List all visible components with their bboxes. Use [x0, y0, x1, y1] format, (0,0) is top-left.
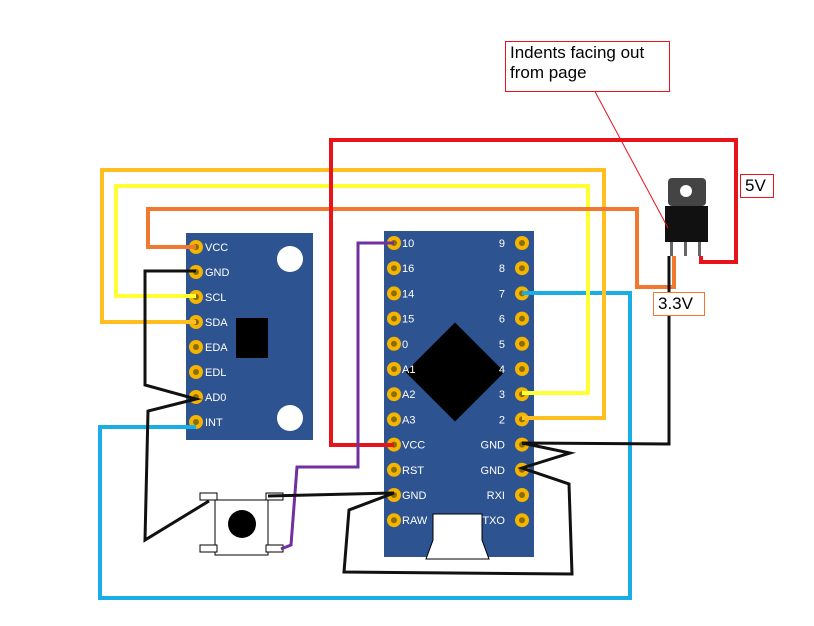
usb-connector — [425, 513, 490, 560]
input-voltage-label: 5V — [740, 174, 774, 198]
pro-micro-right-pin-label-5: 4 — [499, 364, 505, 376]
pro-micro-right-pin-label-4: 5 — [499, 339, 505, 351]
amber-wire-sda — [100, 168, 606, 420]
pro-micro-right-pin-hole-3 — [519, 315, 525, 322]
pro-micro-left-pin-label-5: A1 — [402, 364, 415, 376]
regulator-tab-hole — [680, 185, 692, 197]
pro-micro-left-pin-label-3: 15 — [402, 314, 414, 326]
pro-micro-right-pin-hole-1 — [519, 265, 525, 272]
blue-wire-int — [98, 425, 196, 600]
regulator-note-callout: Indents facing out from page — [505, 41, 670, 92]
black-wire-main-gnd — [342, 256, 671, 576]
pro-micro-right-pin-hole-4 — [519, 340, 525, 347]
mpu-chip — [236, 318, 268, 358]
button-lead-br — [265, 544, 284, 553]
pro-micro-left-pin-hole-3 — [391, 315, 397, 322]
pro-micro-left-pin-label-2: 14 — [402, 288, 414, 300]
pro-micro-left-pin-hole-9 — [391, 466, 397, 473]
pro-micro-right-pin-label-0: 9 — [499, 238, 505, 250]
mpu-pin-label-2: SCL — [205, 292, 226, 304]
mpu-pin-label-4: EDA — [205, 342, 228, 354]
pro-micro-left-pin-label-11: RAW — [402, 515, 428, 527]
pro-micro-left-pin-label-9: RST — [402, 465, 424, 477]
pro-micro-right-pin-label-2: 7 — [499, 288, 505, 300]
pro-micro-left-pin-hole-11 — [391, 517, 397, 524]
pro-micro-left-pin-label-4: 0 — [402, 339, 408, 351]
mpu-mount-hole-top — [277, 246, 303, 272]
pro-micro-right-pin-label-6: 3 — [499, 389, 505, 401]
pro-micro-right-pin-hole-11 — [519, 517, 525, 524]
pro-micro-right-pin-label-7: 2 — [499, 414, 505, 426]
pro-micro-right-pin-label-1: 8 — [499, 263, 505, 275]
pro-micro-left-pin-label-10: GND — [402, 490, 427, 502]
pro-micro-right-pin-hole-10 — [519, 492, 525, 498]
orange-wire-vcc — [146, 207, 676, 289]
regulator-body — [665, 206, 708, 242]
pro-micro-left-pin-hole-1 — [391, 265, 397, 272]
button-cap — [228, 510, 256, 538]
pro-micro-left-pin-hole-4 — [391, 340, 397, 347]
pro-micro-right-pin-label-9: GND — [481, 465, 506, 477]
mpu-mount-hole-bottom — [277, 405, 303, 431]
pro-micro-left-pin-label-8: VCC — [402, 440, 425, 452]
push-button — [214, 499, 269, 556]
blue-wire-pin7 — [100, 291, 632, 600]
mpu-pin-label-0: VCC — [205, 242, 228, 254]
mpu-pin-label-7: INT — [205, 417, 223, 429]
pro-micro-right-pin-label-11: TXO — [482, 515, 505, 527]
button-lead-bl — [199, 544, 218, 553]
pro-micro-left-pin-hole-6 — [391, 391, 397, 398]
mpu-pin-label-1: GND — [205, 267, 230, 279]
pro-micro-left-pin-hole-5 — [391, 366, 397, 372]
red-wire-5v — [329, 138, 738, 447]
button-lead-tl — [199, 492, 218, 501]
output-voltage-label: 3.3V — [653, 292, 705, 316]
black-wire-button-gnd — [267, 491, 395, 498]
pro-micro-left-pin-label-6: A2 — [402, 389, 415, 401]
callout-leader-line — [591, 85, 669, 229]
pro-micro-left-pin-label-7: A3 — [402, 414, 415, 426]
pro-micro-left-pin-label-0: 10 — [402, 238, 414, 250]
black-wire-gnd — [143, 269, 210, 543]
pro-micro-left-pin-hole-2 — [391, 290, 397, 297]
pro-micro-right-pin-hole-0 — [519, 240, 525, 246]
mpu-pin-label-6: AD0 — [205, 392, 226, 404]
mpu-pin-label-5: EDL — [205, 367, 226, 379]
mpu-pin-hole-5 — [193, 369, 199, 375]
purple-wire-button — [280, 241, 394, 551]
pro-micro-right-pin-label-3: 6 — [499, 314, 505, 326]
mpu-pin-hole-7 — [193, 419, 199, 425]
pro-micro-right-pin-label-10: RXI — [487, 490, 505, 502]
pro-micro-left-pin-hole-7 — [391, 416, 397, 423]
regulator-lead-2 — [684, 242, 687, 256]
pro-micro-left-pin-label-1: 16 — [402, 263, 414, 275]
pro-micro-right-pin-hole-5 — [519, 366, 525, 372]
yellow-wire-scl — [114, 184, 590, 395]
regulator-lead-1 — [670, 242, 673, 256]
mpu-pin-hole-4 — [193, 344, 199, 350]
pro-micro-right-pin-label-8: GND — [481, 440, 506, 452]
mpu-pin-label-3: SDA — [205, 317, 228, 329]
regulator-lead-3 — [698, 242, 701, 256]
